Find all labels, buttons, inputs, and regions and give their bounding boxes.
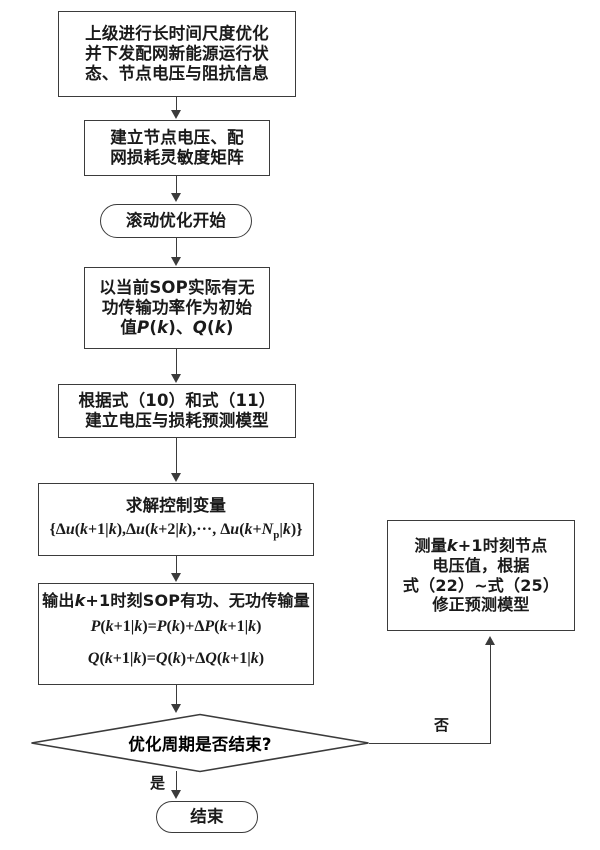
node-line: 求解控制变量 [125,496,227,516]
node-prediction-model[interactable]: 根据式（10）和式（11） 建立电压与损耗预测模型 [58,384,296,438]
connector-n8-no-horizontal [369,743,491,744]
node-initial-sop-power[interactable]: 以当前SOP实际有无 功传输功率作为初始 值P(k)、Q(k) [84,267,270,349]
arrow-n1-n2 [170,110,181,119]
arrow-n6-n7 [170,573,181,582]
connector-n6-n7 [176,556,177,574]
arrow-no-to-n10 [484,636,495,645]
connector-n2-n3 [176,176,177,194]
arrow-n5-n6 [170,473,181,482]
arrow-n7-n8 [170,704,181,713]
arrow-n4-n5 [170,374,181,383]
node-formula-q: Q(k+1|k)=Q(k)+ΔQ(k+1|k) [87,650,265,668]
node-line: 修正预测模型 [432,595,530,615]
node-sensitivity-matrix[interactable]: 建立节点电压、配 网损耗灵敏度矩阵 [84,120,270,176]
node-line: 建立电压与损耗预测模型 [85,411,269,430]
connector-n1-n2 [176,97,177,111]
connector-n7-n8 [176,685,177,705]
node-line: 优化周期是否结束? [128,735,272,754]
node-line: 网损耗灵敏度矩阵 [110,148,244,167]
arrow-n2-n3 [170,193,181,202]
node-output-sop-power[interactable]: 输出k+1时刻SOP有功、无功传输量 P(k+1|k)=P(k)+ΔP(k+1|… [38,583,314,685]
node-line: 态、节点电压与阻抗信息 [85,64,269,84]
edge-label-yes: 是 [150,774,166,792]
connector-n5-n6 [176,438,177,474]
connector-n3-n4 [176,238,177,258]
connector-no-vertical [490,645,491,743]
node-rolling-optimization-start[interactable]: 滚动优化开始 [100,204,252,238]
node-line: 上级进行长时间尺度优化 [85,23,269,43]
node-measure-correct-model[interactable]: 测量k+1时刻节点 电压值，根据 式（22）~式（25） 修正预测模型 [387,520,575,631]
diamond-shape [31,713,369,773]
node-line: 功传输功率作为初始 [101,297,253,317]
node-formula: 值P(k)、Q(k) [120,318,234,338]
node-line: 电压值，根据 [432,555,530,575]
node-line: 以当前SOP实际有无 [99,277,255,297]
node-line: 根据式（10）和式（11） [78,390,276,410]
node-formula: {Δu(k+1|k),Δu(k+2|k),···, Δu(k+Np|k)} [49,521,303,542]
connector-n8-n9-yes [176,771,177,791]
decision-label-wrap: 优化周期是否结束? [30,713,370,773]
node-upper-level-optimization[interactable]: 上级进行长时间尺度优化 并下发配网新能源运行状 态、节点电压与阻抗信息 [58,11,296,97]
node-line: 输出k+1时刻SOP有功、无功传输量 [42,591,310,610]
node-decision-cycle-finished[interactable]: 优化周期是否结束? [30,713,370,773]
node-end[interactable]: 结束 [156,801,258,833]
node-line: 滚动优化开始 [125,210,227,230]
node-line: 式（22）~式（25） [402,575,560,595]
node-line: 结束 [190,806,224,826]
node-line: 并下发配网新能源运行状 [85,43,269,63]
node-line: 建立节点电压、配 [110,127,244,147]
connector-n4-n5 [176,349,177,375]
node-solve-control-variables[interactable]: 求解控制变量 {Δu(k+1|k),Δu(k+2|k),···, Δu(k+Np… [38,483,314,556]
arrow-n8-n9 [170,790,181,799]
node-formula-p: P(k+1|k)=P(k)+ΔP(k+1|k) [90,617,262,635]
arrow-n3-n4 [170,257,181,266]
edge-label-no: 否 [434,716,450,734]
node-line: 测量k+1时刻节点 [414,536,548,556]
